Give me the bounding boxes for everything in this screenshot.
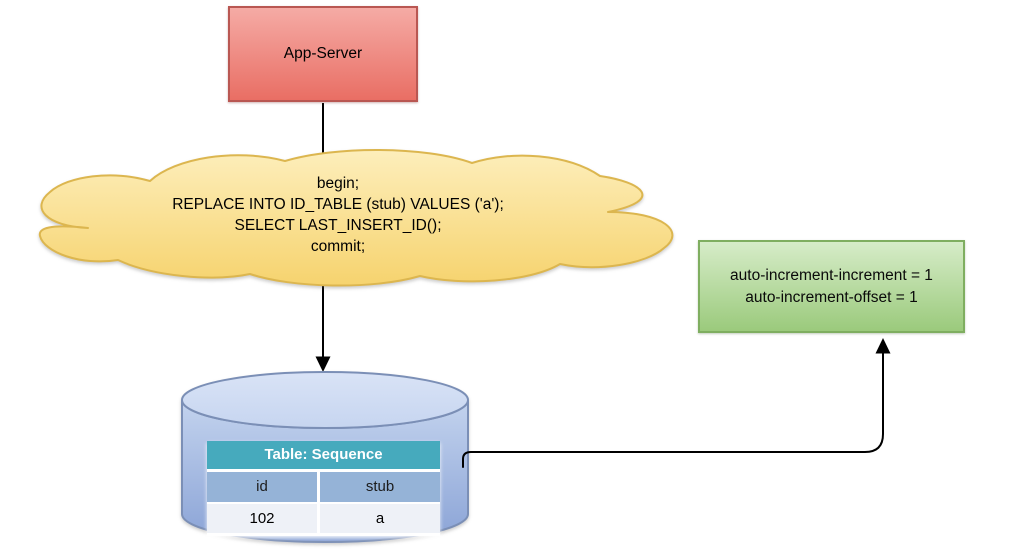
sql-line-select: SELECT LAST_INSERT_ID(); <box>234 217 442 234</box>
cell-stub-value: a <box>320 504 440 533</box>
cell-id-value: 102 <box>207 504 317 533</box>
app-server-node: App-Server <box>228 6 418 102</box>
sql-cloud-text: begin; REPLACE INTO ID_TABLE (stub) VALU… <box>48 173 628 257</box>
sequence-table-header-row: id stub <box>207 472 440 502</box>
sql-line-replace: REPLACE INTO ID_TABLE (stub) VALUES ('a'… <box>172 196 504 213</box>
sql-cloud-shape <box>38 149 674 287</box>
app-to-db-arrowhead-icon <box>315 356 331 372</box>
settings-line-increment: auto-increment-increment = 1 <box>730 266 933 284</box>
sequence-table-title: Table: Sequence <box>207 441 440 469</box>
db-to-settings-arrow-line <box>462 351 884 468</box>
sql-line-begin: begin; <box>316 175 360 192</box>
db-to-settings-arrow <box>462 338 891 468</box>
app-server-label: App-Server <box>283 45 363 62</box>
sequence-table: Table: Sequence id stub 102 a <box>207 441 440 536</box>
column-header-id: id <box>207 472 317 502</box>
db-to-settings-arrowhead-icon <box>875 338 891 354</box>
settings-line-offset: auto-increment-offset = 1 <box>745 288 918 306</box>
cylinder-top <box>181 371 469 429</box>
auto-increment-settings-node: auto-increment-increment = 1 auto-increm… <box>698 240 965 333</box>
sequence-table-data-row: 102 a <box>207 504 440 533</box>
column-header-stub: stub <box>320 472 440 502</box>
sql-line-commit: commit; <box>310 238 366 255</box>
